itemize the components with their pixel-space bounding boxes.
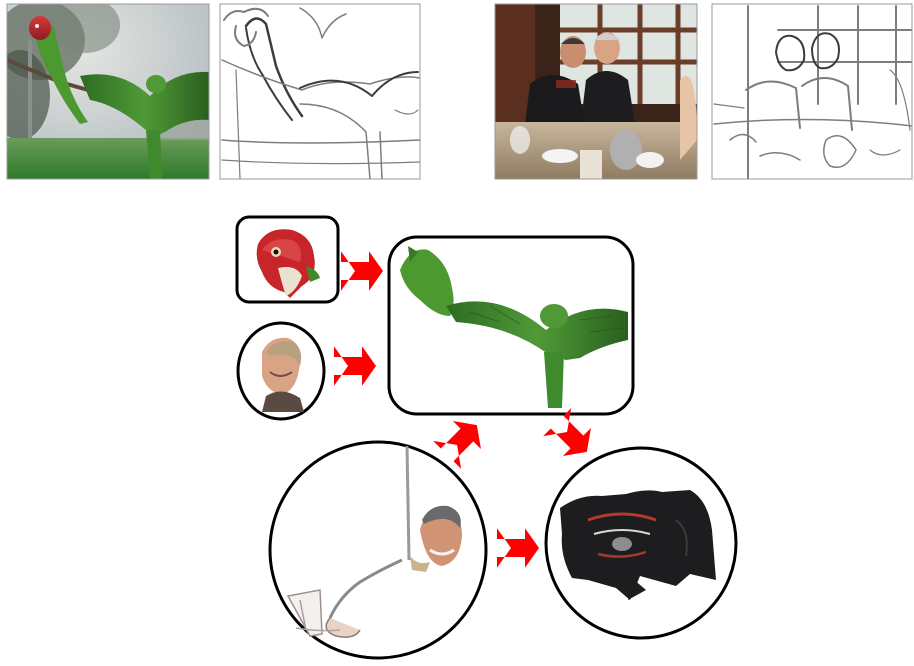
double-arrow-parrot-to-man	[433, 411, 491, 469]
perched-parrot-head	[29, 16, 51, 40]
segment-man-chair	[270, 442, 486, 658]
double-headed-arrow-icon	[543, 408, 601, 466]
double-headed-arrow-icon	[341, 251, 383, 291]
double-headed-arrow-icon	[433, 411, 491, 469]
segment-flying-parrot	[389, 237, 633, 414]
restaurant-edge-map	[712, 4, 912, 179]
double-headed-arrow-icon	[497, 528, 539, 568]
parrot-photo	[0, 0, 209, 179]
parrot-edge-map	[220, 4, 420, 179]
segment-black-shirt	[546, 448, 736, 638]
double-arrow-parrot-to-shirt	[543, 408, 601, 466]
double-arrow-man-to-shirt	[497, 528, 539, 568]
double-arrow-face-to-parrot	[334, 346, 376, 386]
double-headed-arrow-icon	[334, 346, 376, 386]
segment-woman-face	[238, 323, 324, 419]
segment-parrot-head	[237, 217, 338, 302]
double-arrow-head-to-parrot	[341, 251, 383, 291]
restaurant-photo	[495, 4, 697, 179]
